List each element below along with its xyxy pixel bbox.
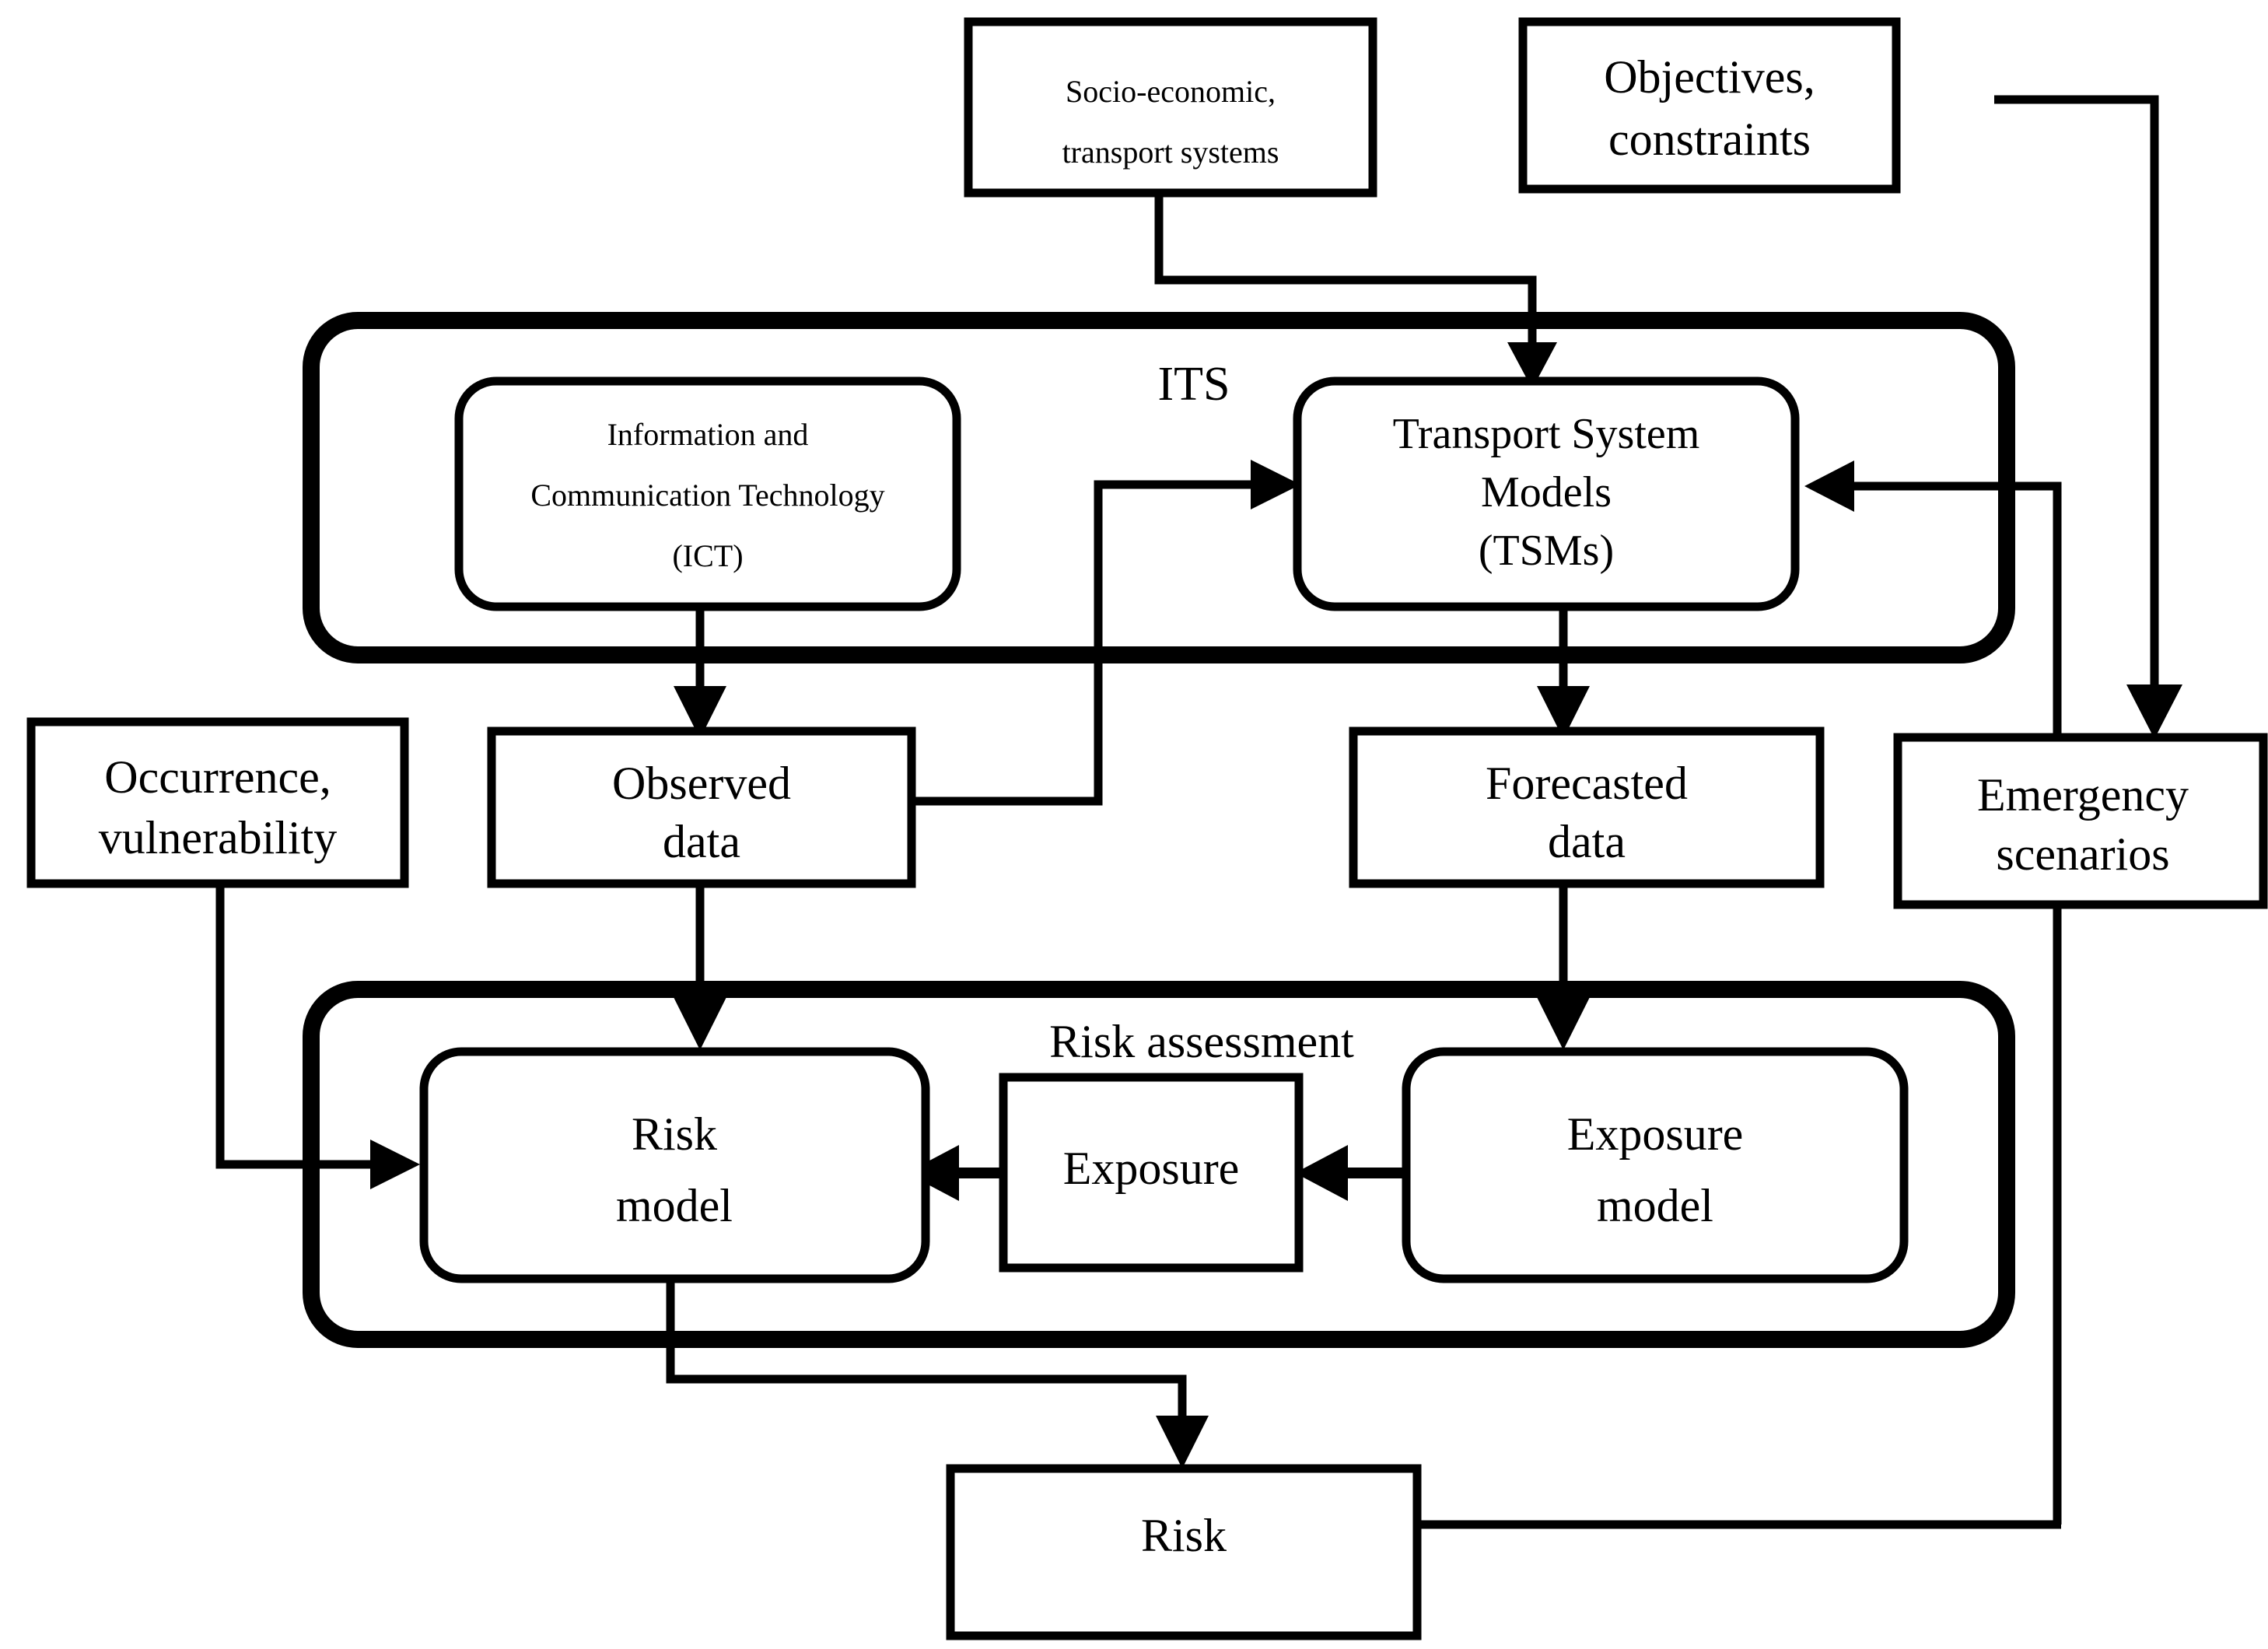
- forecasted-line1: Forecasted: [1486, 758, 1688, 809]
- ict-line2: Communication Technology: [530, 478, 884, 513]
- its-container: [303, 312, 2015, 663]
- edge-tsm-to-forecasted: [1537, 600, 1590, 739]
- objectives-line2: constraints: [1608, 114, 1811, 165]
- edge-exposure-to-risk-model: [906, 1145, 1002, 1201]
- observed-line2: data: [663, 816, 740, 867]
- edge-emergency-to-tsm: [1804, 460, 2062, 1525]
- edge-occurrence-to-risk-model: [215, 883, 420, 1189]
- occurrence-line2: vulnerability: [99, 812, 338, 863]
- edge-forecasted-to-exposure-model: [1537, 883, 1590, 1050]
- exposure-model-line2: model: [1597, 1180, 1713, 1231]
- ict-line3: (ICT): [672, 538, 743, 573]
- exposure-model-line1: Exposure: [1567, 1108, 1744, 1160]
- node-observed-data[interactable]: Observed data: [487, 726, 916, 888]
- edge-exposure-model-to-exposure: [1295, 1145, 1404, 1201]
- forecasted-line2: data: [1548, 816, 1626, 867]
- emergency-line2: scenarios: [1996, 828, 2169, 880]
- exposure-line1: Exposure: [1063, 1143, 1240, 1194]
- node-ict[interactable]: Information and Communication Technology…: [454, 376, 961, 611]
- node-exposure[interactable]: Exposure: [999, 1073, 1304, 1273]
- node-exposure-model[interactable]: Exposure model: [1402, 1047, 1909, 1283]
- risk-line1: Risk: [1141, 1510, 1227, 1561]
- tsm-line1: Transport System: [1393, 410, 1700, 458]
- node-socio-economic[interactable]: Socio-economic, transport systems: [964, 17, 1377, 198]
- edge-risk-model-to-risk: [666, 1280, 1209, 1469]
- socio-line2: transport systems: [1062, 135, 1279, 170]
- tsm-line2: Models: [1481, 468, 1612, 516]
- edge-observed-to-risk-model: [674, 883, 726, 1050]
- ict-line1: Information and: [607, 417, 809, 452]
- emergency-line1: Emergency: [1977, 769, 2189, 821]
- tsm-line3: (TSMs): [1479, 527, 1614, 575]
- node-objectives-constraints[interactable]: Objectives, constraints: [1518, 17, 1901, 194]
- risk-model-line1: Risk: [632, 1108, 717, 1160]
- observed-line1: Observed: [612, 758, 791, 809]
- objectives-line1: Objectives,: [1604, 51, 1815, 103]
- node-risk[interactable]: Risk: [946, 1464, 1422, 1640]
- risk-assessment-label: Risk assessment: [1049, 1016, 1354, 1067]
- risk-assessment-container: [303, 981, 2015, 1348]
- node-tsm[interactable]: Transport System Models (TSMs): [1293, 376, 1800, 611]
- edge-objectives-to-emergency: [1994, 95, 2182, 739]
- edge-ict-to-observed: [674, 600, 726, 739]
- edge-observed-to-tsm: [912, 460, 1300, 806]
- node-occurrence-vulnerability[interactable]: Occurrence, vulnerability: [26, 717, 409, 888]
- socio-line1: Socio-economic,: [1066, 74, 1276, 109]
- its-label: ITS: [1158, 358, 1230, 411]
- occurrence-line1: Occurrence,: [104, 751, 331, 803]
- risk-model-line2: model: [616, 1180, 733, 1231]
- node-forecasted-data[interactable]: Forecasted data: [1349, 726, 1825, 888]
- node-risk-model[interactable]: Risk model: [419, 1047, 930, 1283]
- node-emergency-scenarios[interactable]: Emergency scenarios: [1893, 733, 2268, 909]
